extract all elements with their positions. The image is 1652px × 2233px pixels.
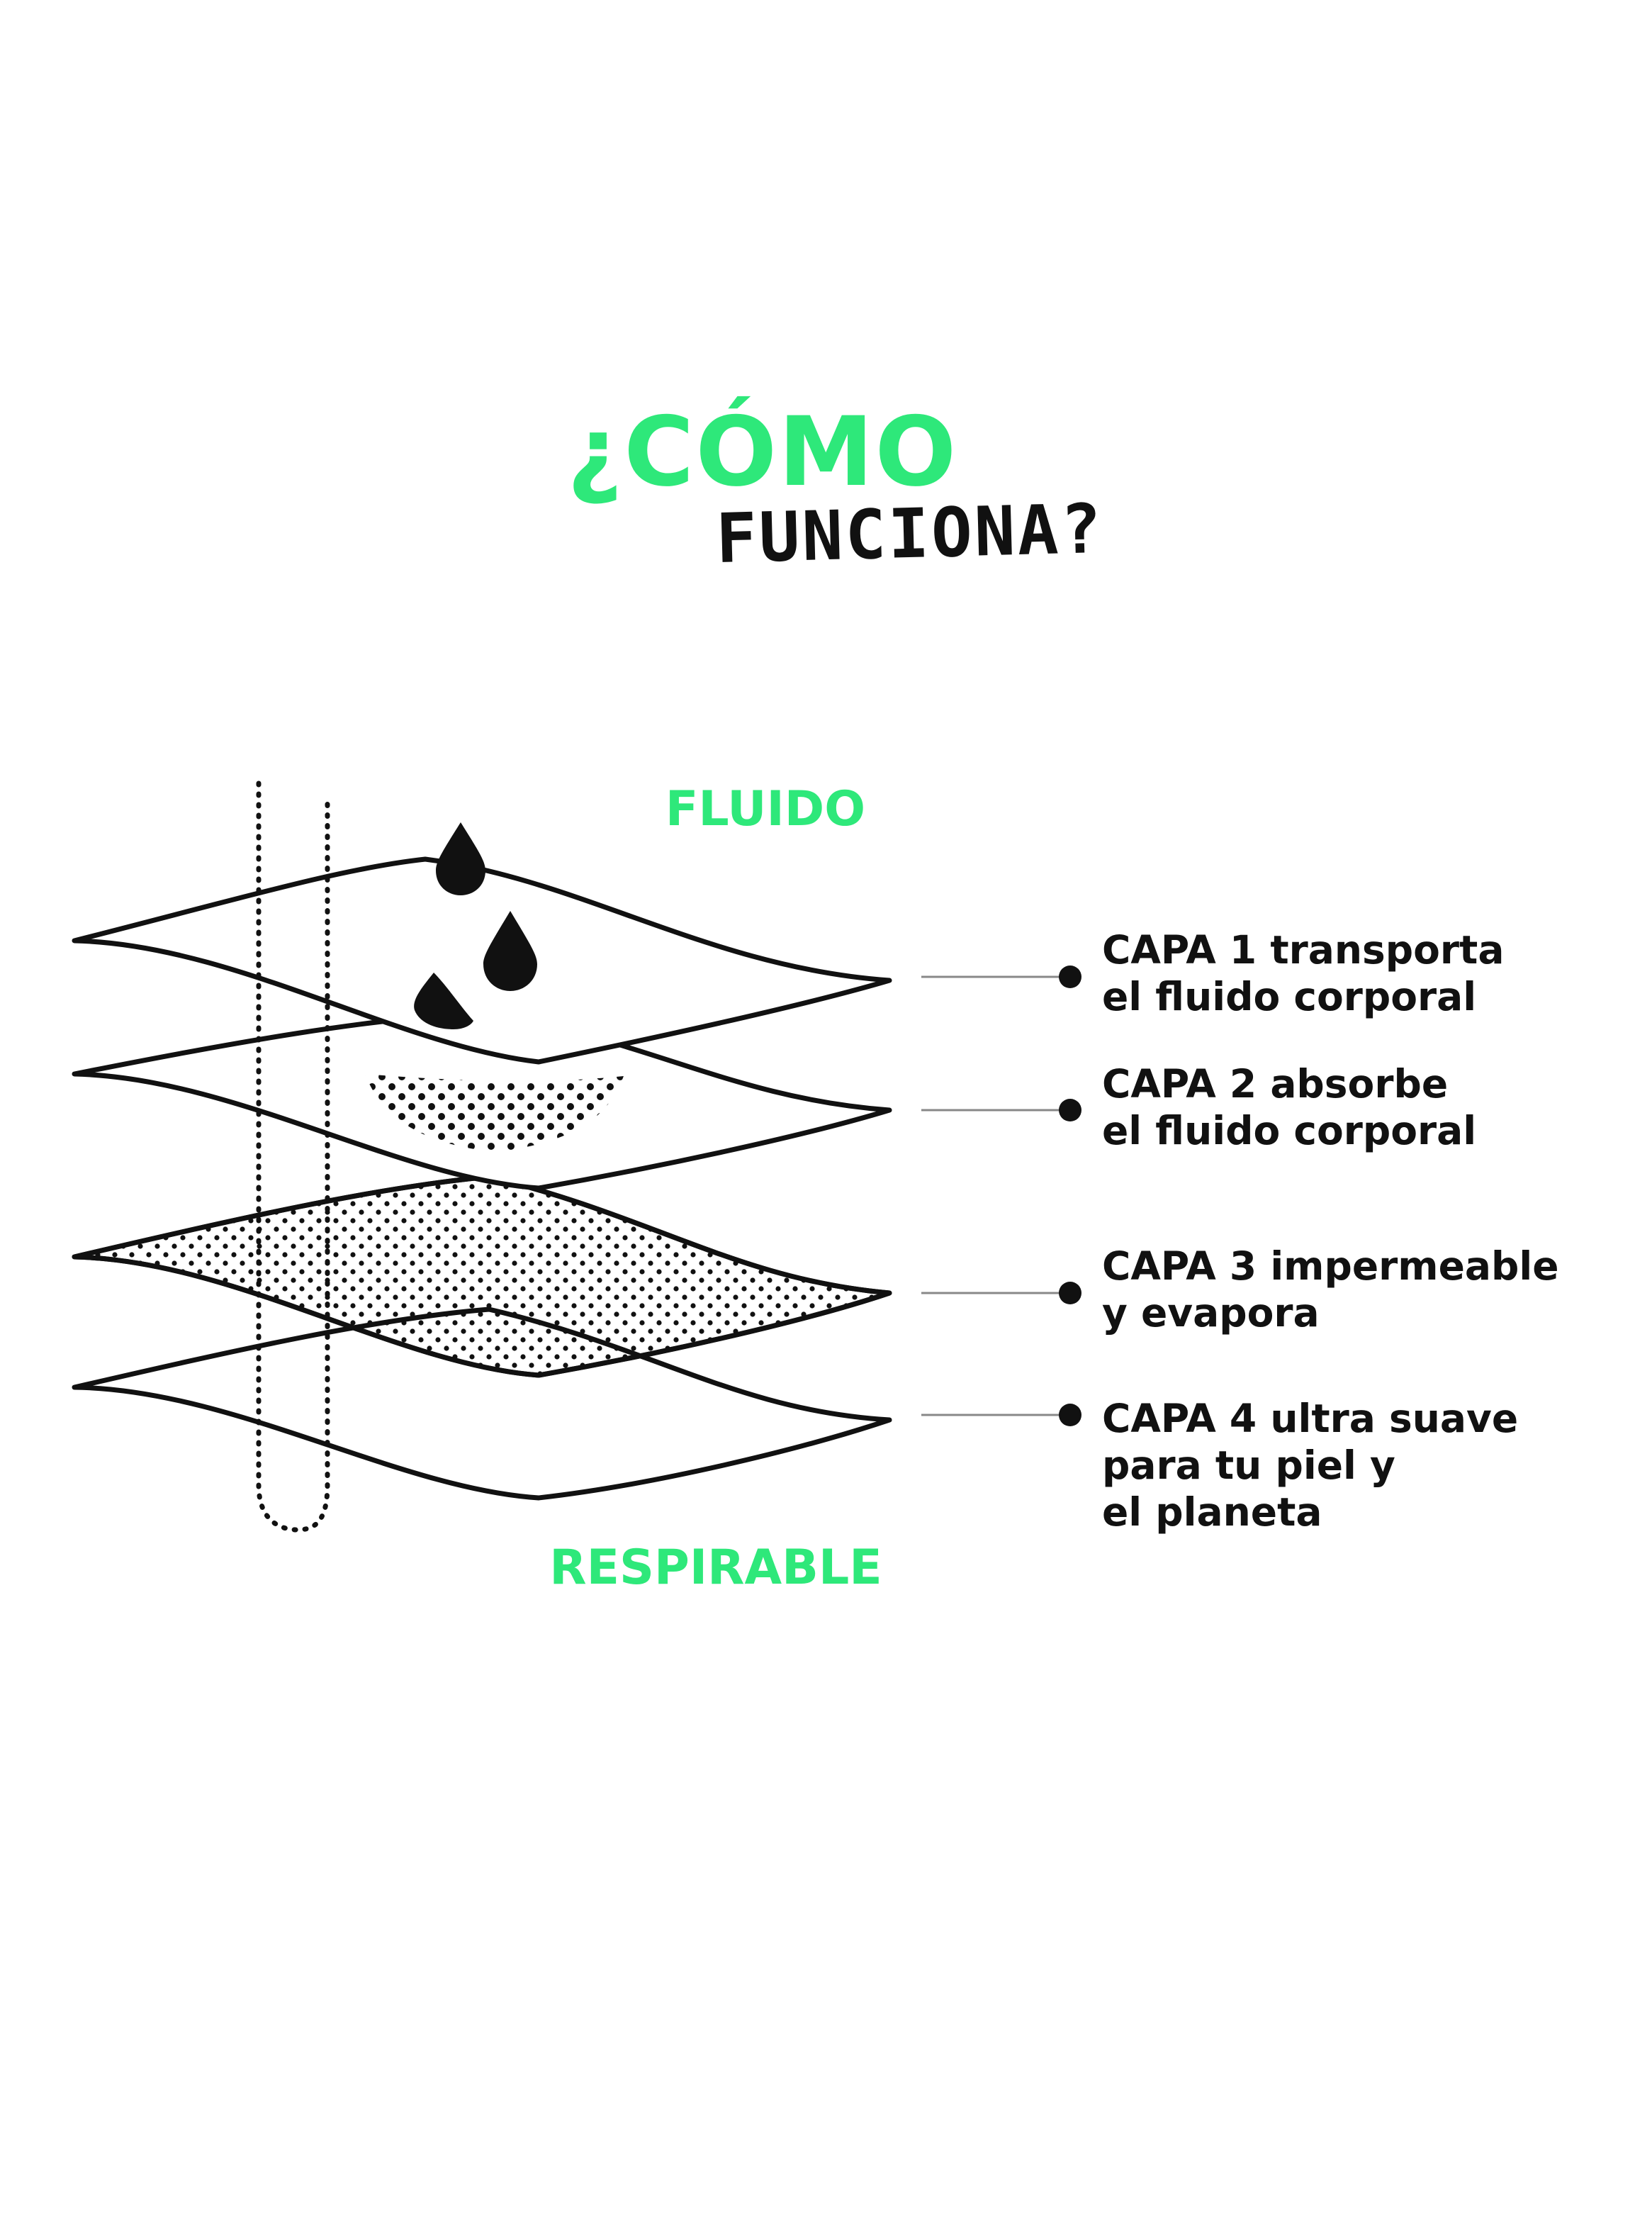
layer-3-line-2: y evapora (1102, 1290, 1320, 1336)
layer-1-line-1: CAPA 1 transporta (1102, 927, 1505, 973)
layer-4-description: CAPA 4 ultra suave para tu piel y el pla… (1102, 1395, 1518, 1535)
layer-2-line-2: el fluido corporal (1102, 1108, 1477, 1153)
layer-4-line-2: para tu piel y (1102, 1443, 1395, 1488)
layer-3-line-1: CAPA 3 impermeable (1102, 1243, 1559, 1289)
fluido-label: FLUIDO (665, 781, 866, 837)
layer-2-line-1: CAPA 2 absorbe (1102, 1061, 1449, 1107)
droplet-icon (414, 973, 473, 1029)
bullet-dot-4 (1059, 1404, 1081, 1426)
layer-1-sheet (72, 856, 892, 1065)
layer-2-absorbed-area (365, 1074, 624, 1152)
droplet-icon (483, 911, 537, 991)
layer-2-description: CAPA 2 absorbe el fluido corporal (1102, 1060, 1476, 1154)
respirable-label: RESPIRABLE (549, 1540, 882, 1596)
droplet-icon (436, 822, 485, 895)
layer-3-description: CAPA 3 impermeable y evapora (1102, 1243, 1559, 1336)
layer-4-line-3: el planeta (1102, 1489, 1322, 1535)
flow-path-dotted (256, 780, 330, 1533)
layer-1-line-2: el fluido corporal (1102, 974, 1477, 1019)
bullet-dot-3 (1059, 1282, 1081, 1304)
layer-3-edge (72, 1174, 892, 1378)
title-como: ¿CÓMO (567, 396, 958, 508)
layer-4-line-1: CAPA 4 ultra suave (1102, 1396, 1519, 1441)
bullet-dot-1 (1059, 966, 1081, 988)
layer-1-description: CAPA 1 transporta el fluido corporal (1102, 927, 1504, 1020)
bullet-dot-2 (1059, 1099, 1081, 1121)
